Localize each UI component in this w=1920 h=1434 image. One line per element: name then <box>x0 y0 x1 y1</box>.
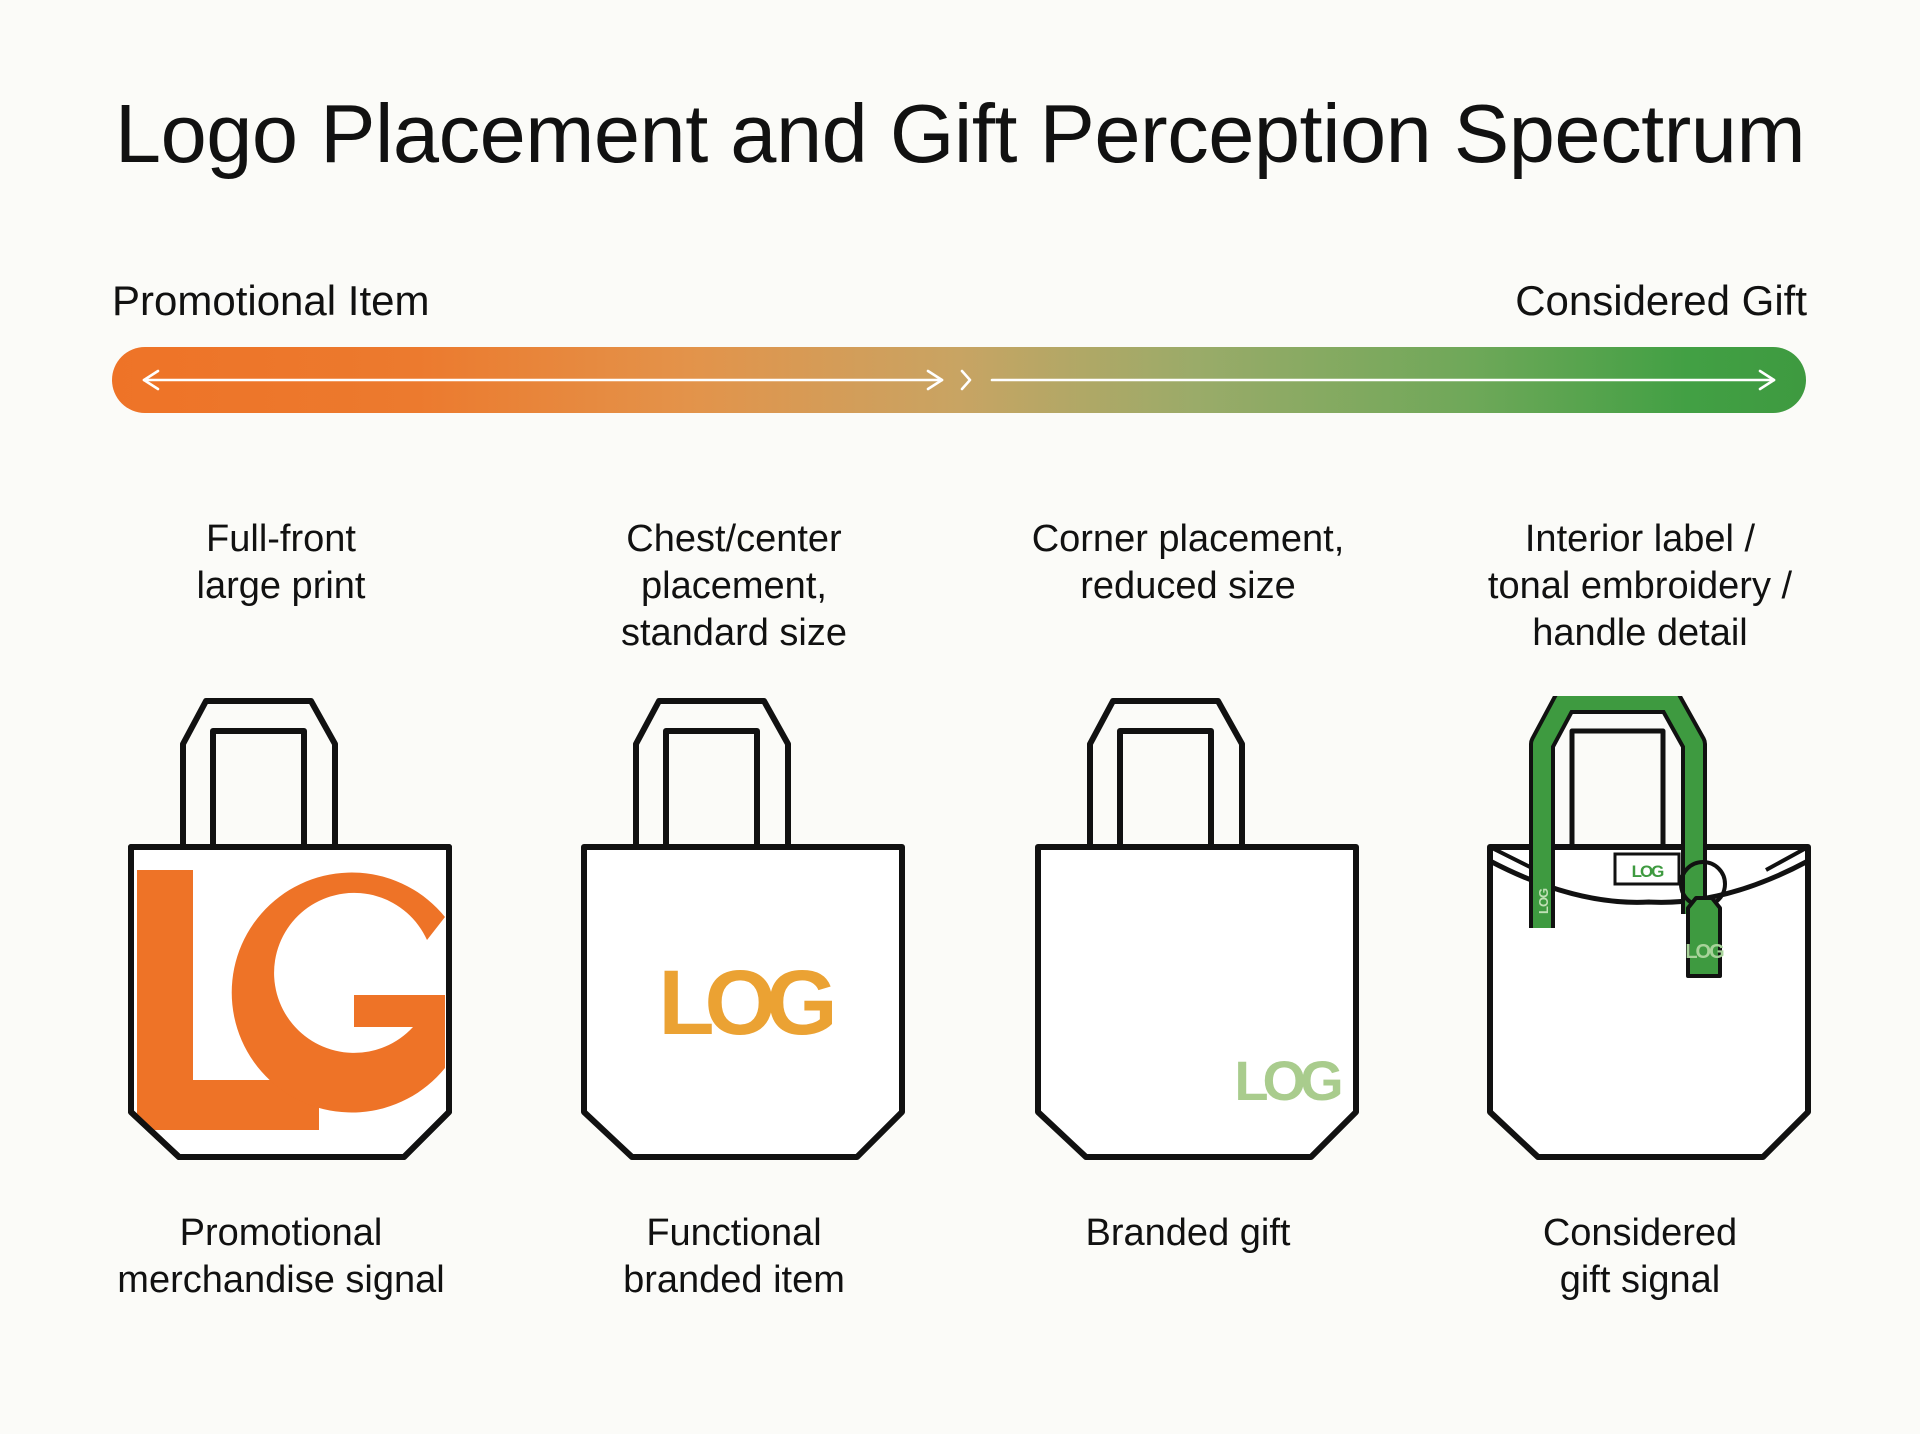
page-title: Logo Placement and Gift Perception Spect… <box>114 87 1806 180</box>
placement-description: Corner placement, reduced size <box>968 516 1408 610</box>
tote-bag-interior-detail-icon: LOG LOG LOG <box>1487 696 1811 1160</box>
tote-bag-corner-icon: LOG <box>1035 698 1359 1160</box>
placement-description-line: Corner placement, <box>1031 518 1345 560</box>
placement-description-line: Chest/center <box>626 518 842 560</box>
large-logo-print <box>137 870 445 1130</box>
perception-signal: Branded gift <box>968 1210 1408 1257</box>
placement-description-line: tonal embroidery / <box>1487 565 1793 607</box>
hang-tag-logo: LOG <box>1685 941 1724 963</box>
perception-signal-line: branded item <box>623 1259 845 1301</box>
perception-signal-line: Promotional <box>179 1212 383 1254</box>
perception-signal: Functional branded item <box>514 1210 954 1304</box>
interior-label-logo: LOG <box>1632 862 1665 881</box>
placement-description: Chest/center placement, standard size <box>514 516 954 657</box>
placement-description-line: reduced size <box>1080 565 1296 607</box>
placement-column-corner: Corner placement, reduced size LOG Brand… <box>968 0 1408 1434</box>
perception-signal: Considered gift signal <box>1420 1210 1860 1304</box>
perception-signal-line: Functional <box>646 1212 822 1254</box>
tote-bag-full-front-icon <box>128 698 452 1160</box>
placement-description-line: standard size <box>620 612 847 654</box>
spectrum-arrows <box>142 369 1776 391</box>
placement-column-chest-center: Chest/center placement, standard size LO… <box>514 0 954 1434</box>
perception-signal: Promotional merchandise signal <box>61 1210 501 1304</box>
perception-signal-line: Considered <box>1542 1212 1738 1254</box>
placement-description: Full-front large print <box>61 516 501 610</box>
placement-description-line: handle detail <box>1532 612 1748 654</box>
placement-description-line: placement, <box>641 565 827 607</box>
middle-arrowhead-icon <box>926 369 944 391</box>
placement-description-line: Full-front <box>206 518 356 560</box>
handle-logo: LOG <box>1536 888 1551 914</box>
perception-signal-line: gift signal <box>1559 1259 1721 1301</box>
right-arrowhead-icon <box>1758 369 1776 391</box>
perception-signal-line: merchandise signal <box>117 1259 445 1301</box>
placement-description: Interior label / tonal embroidery / hand… <box>1420 516 1860 657</box>
chest-logo: LOG <box>658 952 832 1054</box>
placement-description-line: large print <box>196 565 366 607</box>
spectrum-left-label: Promotional Item <box>112 277 430 324</box>
placement-column-interior: Interior label / tonal embroidery / hand… <box>1420 0 1860 1434</box>
perception-signal-line: Branded gift <box>1085 1212 1291 1254</box>
interior-label <box>1613 852 1681 886</box>
spectrum-right-label: Considered Gift <box>1515 277 1807 324</box>
spectrum-bar <box>112 347 1806 413</box>
placement-column-full-front: Full-front large print Promotional merch… <box>61 0 501 1434</box>
left-arrowhead-icon <box>142 369 160 391</box>
hang-tag <box>1686 896 1722 978</box>
green-handle <box>1533 696 1703 928</box>
corner-logo: LOG <box>1234 1049 1341 1112</box>
placement-description-line: Interior label / <box>1524 518 1756 560</box>
tote-bag-chest-center-icon: LOG <box>581 698 905 1160</box>
chevron-right-icon <box>960 369 972 391</box>
